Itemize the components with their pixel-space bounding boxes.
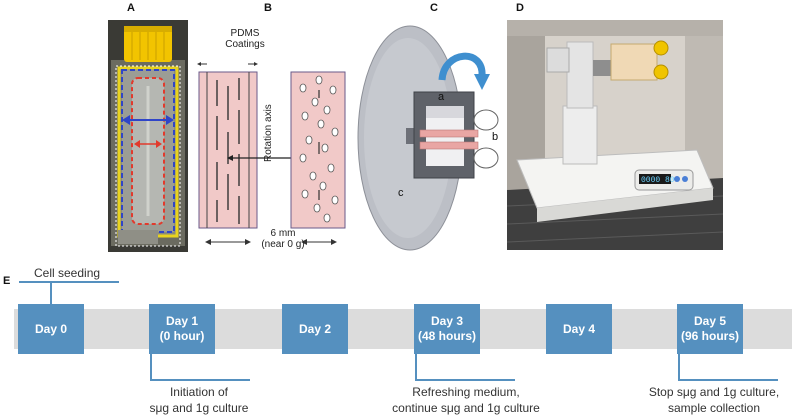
event-1-connector	[150, 354, 152, 380]
event-1-line1: Initiation of	[169, 385, 229, 399]
day-5-label: Day 5	[693, 314, 727, 328]
panel-label-a: A	[127, 2, 135, 14]
day-2-label: Day 2	[298, 321, 332, 336]
event-1-line2: sμg and 1g culture	[149, 401, 249, 415]
width-label-line2: (near 0 g)	[261, 239, 305, 250]
display-value: 0000 80	[641, 176, 675, 185]
cell-seeding-rule	[19, 281, 119, 283]
cell-seeding-label: Cell seeding	[34, 266, 101, 280]
pdms-coatings-label: PDMS Coatings	[216, 28, 274, 50]
event-1-label: Initiation of sμg and 1g culture	[124, 384, 274, 416]
event-1-rule	[150, 379, 250, 381]
event-3-label: Stop sμg and 1g culture, sample collecti…	[634, 384, 794, 416]
day-3-sublabel: (48 hours)	[417, 329, 476, 343]
event-3-rule	[678, 379, 778, 381]
chamber-schematic: Rotation axis	[197, 62, 346, 245]
cell-lines	[216, 78, 240, 224]
day-4-box: Day 4	[546, 304, 612, 354]
event-2-line1: Refreshing medium,	[412, 385, 520, 399]
event-2-label: Refreshing medium, continue sμg and 1g c…	[378, 384, 554, 416]
width-label-line1: 6 mm	[270, 228, 296, 239]
day-3-label: Day 3	[430, 314, 464, 328]
device-photo: 0000 80	[507, 20, 723, 250]
device-label-b: b	[492, 131, 498, 143]
event-2-connector	[415, 354, 417, 380]
device-label-a: a	[438, 91, 445, 103]
cell-seeding-connector	[50, 281, 52, 305]
day-5-sublabel: (96 hours)	[680, 329, 739, 343]
day-1-label: Day 1	[165, 314, 199, 328]
rotation-arrow-icon	[474, 74, 490, 90]
display-screen	[639, 174, 671, 184]
event-3-line1: Stop sμg and 1g culture,	[648, 385, 780, 399]
event-2-rule	[415, 379, 515, 381]
pdms-label-line2: Coatings	[225, 39, 265, 50]
cell-spheres	[299, 75, 339, 223]
clinostat-schematic: a b c	[357, 25, 499, 251]
day-1-sublabel: (0 hour)	[159, 329, 205, 343]
pdms-label-line1: PDMS	[230, 28, 260, 39]
event-3-line2: sample collection	[667, 401, 761, 415]
day-0-box: Day 0	[18, 304, 84, 354]
panel-label-c: C	[430, 2, 438, 14]
rotation-axis-label: Rotation axis	[263, 104, 274, 162]
day-1-box: Day 1 (0 hour)	[149, 304, 215, 354]
timeline-bar	[14, 309, 792, 349]
day-2-box: Day 2	[282, 304, 348, 354]
device-label-c: c	[398, 187, 404, 199]
panel-label-d: D	[516, 2, 524, 14]
width-label: 6 mm (near 0 g)	[258, 228, 308, 250]
panel-label-e: E	[3, 275, 11, 287]
day-3-box: Day 3 (48 hours)	[414, 304, 480, 354]
panel-label-b: B	[264, 2, 272, 14]
day-5-box: Day 5 (96 hours)	[677, 304, 743, 354]
day-0-label: Day 0	[34, 321, 68, 336]
flask-photo	[108, 20, 188, 252]
day-4-label: Day 4	[562, 321, 596, 336]
event-2-line2: continue sμg and 1g culture	[392, 401, 540, 415]
event-3-connector	[678, 354, 680, 380]
